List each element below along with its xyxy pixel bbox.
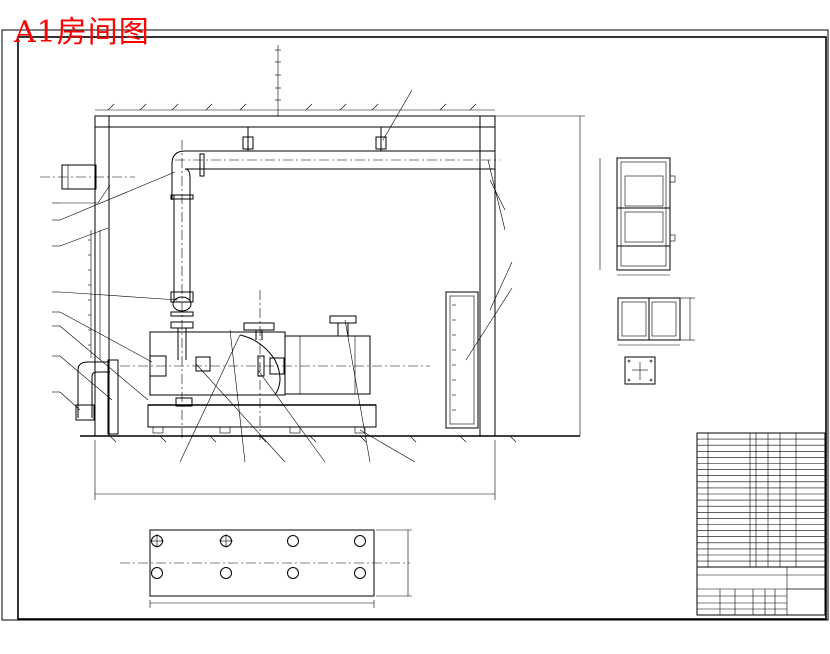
cabinet-side-view [617, 297, 695, 346]
overhead-pipe [171, 127, 500, 200]
vertical-riser-pipe [170, 140, 194, 440]
room-walls [80, 103, 580, 443]
callout-leaders [59, 89, 513, 463]
title-block [696, 566, 826, 616]
inlet-pipe-assembly [40, 164, 135, 435]
anchor-plate-view [624, 356, 656, 385]
overall-dimensions [94, 115, 585, 500]
pump-motor-unit [120, 290, 430, 440]
pump-foundation [147, 404, 377, 434]
cabinet-front-view [599, 157, 676, 276]
top-dimension-stack [275, 45, 281, 116]
sheet-title: A1房间图 [14, 15, 150, 50]
control-cabinet [445, 291, 479, 429]
parts-list-table [696, 432, 826, 568]
base-plate-plan [120, 529, 412, 608]
sheet-border [1, 29, 829, 621]
callout-bubbles [52, 202, 60, 393]
